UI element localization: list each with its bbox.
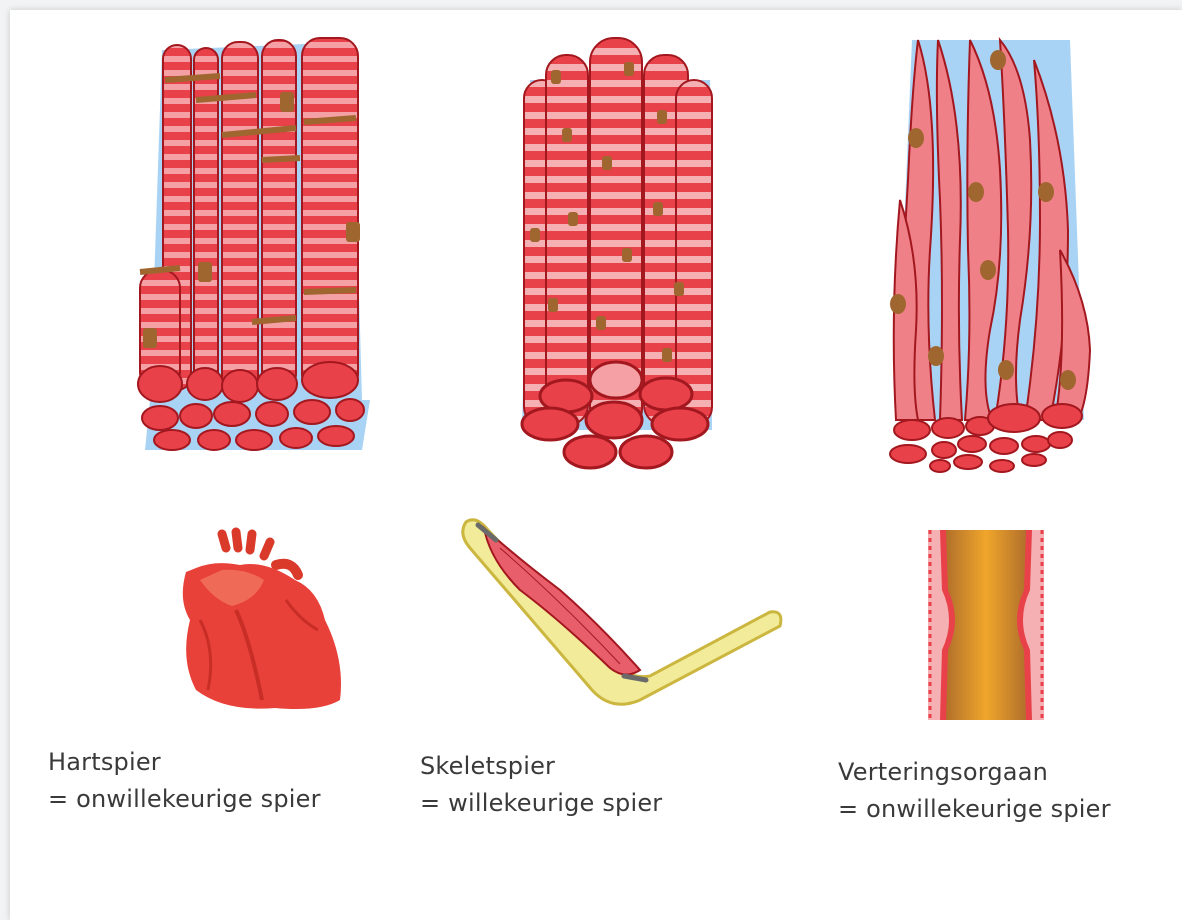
gut-tube-icon	[928, 530, 1044, 720]
caption-title: Skeletspier	[420, 748, 662, 785]
caption-description: = willekeurige spier	[420, 785, 662, 822]
cardiac-muscle-tissue	[138, 38, 370, 450]
smooth-muscle-tissue	[890, 40, 1090, 472]
caption-hartspier: Hartspier = onwillekeurige spier	[48, 744, 321, 818]
heart-icon	[183, 532, 341, 709]
caption-title: Verteringsorgaan	[838, 754, 1111, 791]
caption-description: = onwillekeurige spier	[838, 791, 1111, 828]
skeletal-muscle-tissue	[522, 38, 712, 468]
caption-verteringsorgaan: Verteringsorgaan = onwillekeurige spier	[838, 754, 1111, 828]
arm-bone-muscle-icon	[463, 520, 781, 704]
caption-description: = onwillekeurige spier	[48, 781, 321, 818]
caption-title: Hartspier	[48, 744, 321, 781]
caption-skeletspier: Skeletspier = willekeurige spier	[420, 748, 662, 822]
